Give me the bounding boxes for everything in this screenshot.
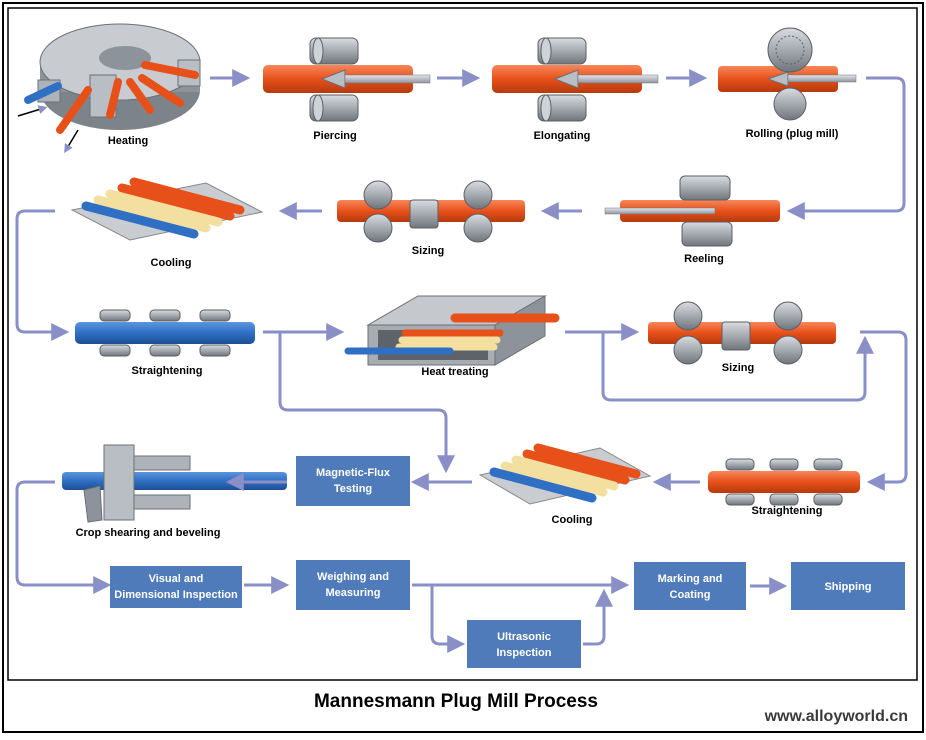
label-rolling: Rolling (plug mill) <box>746 128 839 140</box>
arrow <box>786 76 906 220</box>
box-line: Visual and <box>149 573 204 585</box>
label-elongating: Elongating <box>534 130 591 142</box>
sizing-illustration <box>337 180 525 243</box>
box-magnetic-flux-testing: Magnetic-Flux Testing <box>296 456 410 506</box>
box-marking-coating: Marking and Coating <box>634 562 746 610</box>
box-weighing-measuring: Weighing and Measuring <box>296 560 410 610</box>
box-line: Shipping <box>824 581 871 593</box>
label-straightening-1: Straightening <box>132 365 203 377</box>
label-cooling-2: Cooling <box>552 514 593 526</box>
arrow <box>278 332 455 474</box>
box-shipping: Shipping <box>791 562 905 610</box>
arrow <box>583 588 613 646</box>
heat-treating-furnace-illustration <box>344 295 560 366</box>
box-ultrasonic-inspection: Ultrasonic Inspection <box>467 620 581 668</box>
label-reeling: Reeling <box>684 253 724 265</box>
straightener-illustration <box>75 309 255 357</box>
cooling-bed-illustration <box>70 177 264 241</box>
arrow <box>15 480 112 594</box>
label-sizing-2: Sizing <box>722 362 754 374</box>
box-line: Magnetic-Flux <box>316 467 391 479</box>
box-line: Weighing and <box>317 571 389 583</box>
label-piercing: Piercing <box>313 130 356 142</box>
diagram-title: Mannesmann Plug Mill Process <box>314 691 598 712</box>
label-heating: Heating <box>108 135 148 147</box>
box-line: Coating <box>670 589 711 601</box>
arrow <box>430 585 466 653</box>
reeling-illustration <box>604 175 780 247</box>
piercing-illustration <box>263 37 431 122</box>
label-straightening-2: Straightening <box>752 505 823 517</box>
label-crop-shearing: Crop shearing and beveling <box>76 527 221 539</box>
box-line: Inspection <box>496 647 551 659</box>
box-visual-dimensional-inspection: Visual and Dimensional Inspection <box>110 566 242 608</box>
rolling-illustration <box>718 27 857 121</box>
box-line: Marking and <box>658 573 723 585</box>
box-line: Measuring <box>325 587 380 599</box>
straightener-illustration <box>708 458 860 506</box>
label-sizing-1: Sizing <box>412 245 444 257</box>
box-line: Dimensional Inspection <box>114 589 238 601</box>
arrow <box>15 209 70 341</box>
label-heat-treating: Heat treating <box>421 366 488 378</box>
watermark: www.alloyworld.cn <box>764 708 908 725</box>
box-line: Testing <box>334 483 372 495</box>
arrow <box>601 332 874 402</box>
label-cooling-1: Cooling <box>151 257 192 269</box>
arrow <box>860 330 908 491</box>
cooling-bed-illustration <box>478 443 652 505</box>
sizing-illustration <box>648 301 836 365</box>
heating-furnace-illustration <box>17 23 201 154</box>
box-line: Ultrasonic <box>497 631 551 643</box>
elongating-illustration <box>492 37 659 122</box>
